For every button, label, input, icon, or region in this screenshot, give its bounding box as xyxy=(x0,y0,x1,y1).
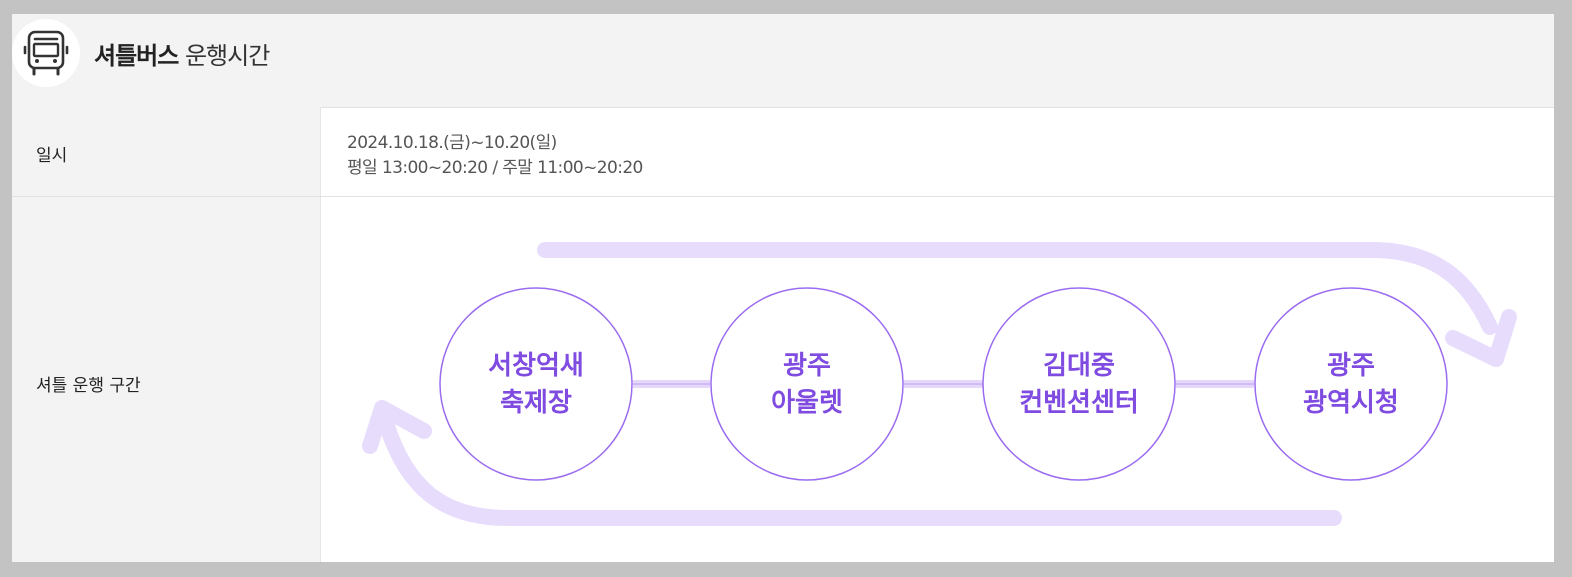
schedule-row: 일시 2024.10.18.(금)~10.20(일) 평일 13:00~20:2… xyxy=(12,107,1554,197)
route-label-cell: 셔틀 운행 구간 xyxy=(12,197,321,562)
stop-2: 광주 아울렛 xyxy=(710,287,904,481)
route-row: 셔틀 운행 구간 서창억새 축제장 광주 xyxy=(12,197,1554,562)
stop-3: 김대중 컨벤션센터 xyxy=(982,287,1176,481)
stop-4: 광주 광역시청 xyxy=(1254,287,1448,481)
page-title-bold: 셔틀버스 xyxy=(94,42,179,70)
stop-4-line2: 광역시청 xyxy=(1303,388,1399,418)
page-title-light: 운행시간 xyxy=(184,42,270,70)
schedule-label-cell: 일시 xyxy=(12,107,321,196)
stop-1-line2: 축제장 xyxy=(500,388,572,418)
panel-header: 셔틀버스 운행시간 xyxy=(12,14,1554,108)
schedule-label: 일시 xyxy=(36,146,68,166)
schedule-hours: 평일 13:00~20:20 / 주말 11:00~20:20 xyxy=(347,158,643,178)
route-diagram: 서창억새 축제장 광주 아울렛 김대중 컨벤션센터 광주 광역시청 xyxy=(362,242,1517,526)
forward-arrow-head xyxy=(1445,309,1517,367)
page-title: 셔틀버스 운행시간 xyxy=(94,36,270,71)
stop-3-line1: 김대중 xyxy=(1043,351,1115,381)
shuttle-panel: 셔틀버스 운행시간 일시 2024.10.18.(금)~10.20(일) 평일 … xyxy=(12,14,1554,562)
stop-2-line2: 아울렛 xyxy=(771,388,843,418)
schedule-dates: 2024.10.18.(금)~10.20(일) xyxy=(347,133,557,153)
bus-icon xyxy=(23,30,69,76)
stop-2-line1: 광주 xyxy=(783,351,831,381)
stop-1: 서창억새 축제장 xyxy=(439,287,633,481)
stop-3-line2: 컨벤션센터 xyxy=(1019,388,1139,418)
stop-1-line1: 서창억새 xyxy=(488,351,584,381)
return-arrow-head xyxy=(362,400,432,454)
route-label: 셔틀 운행 구간 xyxy=(36,376,141,396)
stop-4-line1: 광주 xyxy=(1327,351,1375,381)
forward-arrow xyxy=(537,242,1498,335)
bus-badge xyxy=(12,19,80,87)
return-arrow xyxy=(379,418,1342,526)
